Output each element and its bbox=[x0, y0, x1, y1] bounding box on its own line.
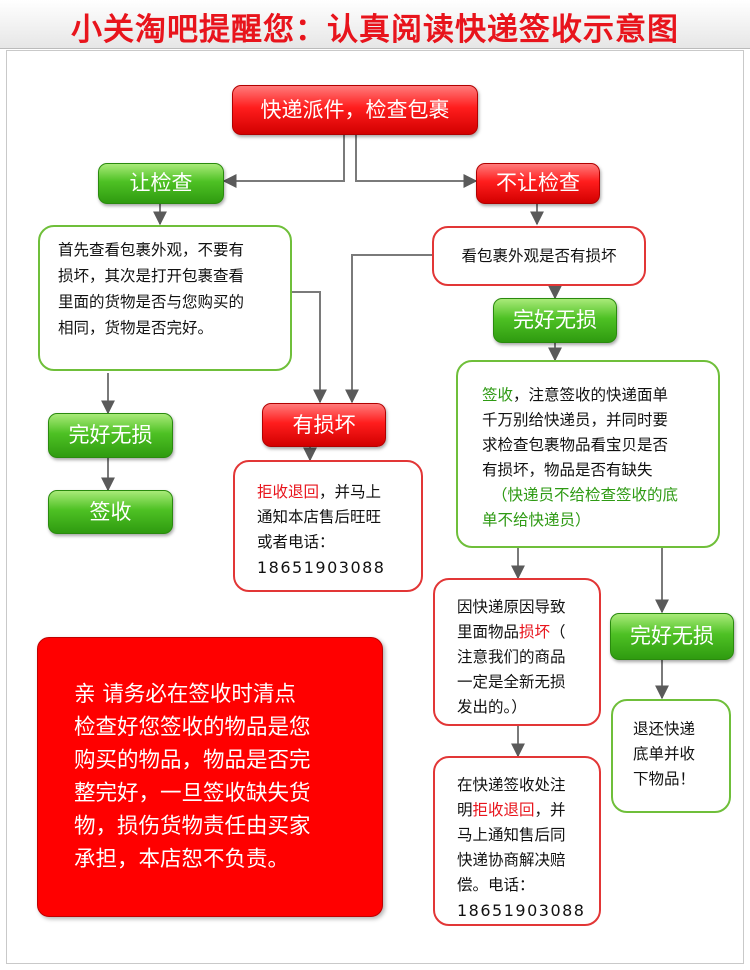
connector-check-damaged bbox=[345, 254, 433, 404]
start-node: 快递派件，检查包裹 bbox=[232, 85, 478, 135]
internal-line-2: 里面物品损坏（ bbox=[457, 620, 599, 645]
connector-start-deny bbox=[355, 134, 478, 188]
refuse-line-5: 偿。电话： bbox=[457, 876, 535, 894]
deny-inspection-node: 不让检查 bbox=[476, 163, 600, 204]
refuse-phone: 18651903088 bbox=[457, 901, 586, 920]
refuse-line-2-pre: 明 bbox=[457, 801, 473, 819]
notice-line: 检查好您签收的物品是您 bbox=[74, 715, 311, 740]
sign-line-3: 求检查包裹物品看宝贝是否 bbox=[482, 436, 669, 454]
allow-instructions-line: 里面的货物是否与您购买的 bbox=[58, 293, 245, 311]
final-intact-node: 完好无损 bbox=[610, 613, 734, 660]
sign-line-5: （快递员不给检查签收的底 bbox=[492, 486, 679, 504]
page-header: 小关淘吧提醒您：认真阅读快递签收示意图 bbox=[0, 0, 750, 49]
damaged-phone: 18651903088 bbox=[257, 558, 386, 577]
refuse-line-1: 在快递签收处注 bbox=[457, 776, 566, 794]
notice-line: 承担，本店恕不负责。 bbox=[74, 847, 290, 872]
content-frame bbox=[6, 50, 744, 964]
deny-check-box: 看包裹外观是否有损坏 bbox=[432, 226, 646, 286]
internal-line-1: 因快递原因导致 bbox=[457, 598, 566, 616]
damaged-line-2: 通知本店售后旺旺 bbox=[257, 508, 382, 526]
internal-line-4: 一定是全新无损 bbox=[457, 673, 566, 691]
notice-line: 亲 请务必在签收时清点 bbox=[74, 682, 296, 707]
damaged-line-3: 或者电话： bbox=[257, 533, 335, 551]
refuse-line-2-post: ，并 bbox=[534, 801, 566, 819]
sign-instructions-box: 签收，注意签收的快递面单 千万别给快递员，并同时要 求检查包裹物品看宝贝是否 有… bbox=[456, 360, 720, 548]
sign-line-6: 单不给快递员） bbox=[482, 511, 591, 529]
connector-start-allow bbox=[222, 134, 345, 188]
sign-line-4: 有损坏，物品是否有缺失 bbox=[482, 461, 653, 479]
return-receipt-box: 退还快递 底单并收 下物品！ bbox=[611, 699, 731, 813]
return-line-2: 底单并收 bbox=[633, 745, 696, 763]
sign-highlight: 签收 bbox=[482, 386, 514, 404]
internal-line-3: 注意我们的商品 bbox=[457, 648, 566, 666]
refuse-line-2: 明拒收退回，并 bbox=[457, 798, 599, 823]
damaged-line-1: 拒收退回，并马上 bbox=[257, 480, 421, 505]
allow-intact-node: 完好无损 bbox=[48, 413, 173, 458]
allow-inspection-node: 让检查 bbox=[98, 163, 224, 204]
notice-line: 物，损伤货物责任由买家 bbox=[74, 814, 311, 839]
sign-line-1: 签收，注意签收的快递面单 bbox=[482, 383, 718, 408]
sign-node: 签收 bbox=[48, 490, 173, 534]
notice-line: 整完好，一旦签收缺失货 bbox=[74, 781, 311, 806]
notice-box: 亲 请务必在签收时清点 检查好您签收的物品是您 购买的物品，物品是否完 整完好，… bbox=[37, 637, 383, 917]
internal-damage-box: 因快递原因导致 里面物品损坏（ 注意我们的商品 一定是全新无损 发出的。） bbox=[433, 578, 601, 726]
return-line-1: 退还快递 bbox=[633, 720, 696, 738]
return-line-3: 下物品！ bbox=[633, 770, 696, 788]
allow-instructions-line: 相同，货物是否完好。 bbox=[58, 319, 214, 337]
refuse-highlight: 拒收退回 bbox=[472, 801, 535, 819]
internal-line-5: 发出的。） bbox=[457, 698, 527, 716]
refuse-return-box: 在快递签收处注 明拒收退回，并 马上通知售后同 快递协商解决赔 偿。电话： 18… bbox=[433, 756, 601, 926]
damaged-line-1-text: ，并马上 bbox=[319, 483, 382, 501]
refuse-line-3: 马上通知售后同 bbox=[457, 826, 566, 844]
damaged-instructions-box: 拒收退回，并马上 通知本店售后旺旺 或者电话： 18651903088 bbox=[233, 460, 423, 592]
sign-line-2: 千万别给快递员，并同时要 bbox=[482, 411, 669, 429]
internal-line-2-post: （ bbox=[550, 623, 566, 641]
connector-instructions-damaged bbox=[290, 291, 327, 404]
allow-instructions-line: 损坏，其次是打开包裹查看 bbox=[58, 267, 245, 285]
refuse-return-highlight: 拒收退回 bbox=[257, 483, 320, 501]
notice-line: 购买的物品，物品是否完 bbox=[74, 748, 311, 773]
refuse-line-4: 快递协商解决赔 bbox=[457, 851, 566, 869]
sign-line-1-text: ，注意签收的快递面单 bbox=[513, 386, 669, 404]
internal-line-2-pre: 里面物品 bbox=[457, 623, 520, 641]
damaged-node: 有损坏 bbox=[262, 403, 386, 447]
allow-instructions-line: 首先查看包裹外观，不要有 bbox=[58, 241, 245, 259]
deny-intact-node: 完好无损 bbox=[493, 298, 617, 343]
damage-highlight: 损坏 bbox=[519, 623, 551, 641]
allow-instructions-box: 首先查看包裹外观，不要有 损坏，其次是打开包裹查看 里面的货物是否与您购买的 相… bbox=[38, 225, 292, 371]
page-title: 小关淘吧提醒您：认真阅读快递签收示意图 bbox=[71, 12, 679, 48]
